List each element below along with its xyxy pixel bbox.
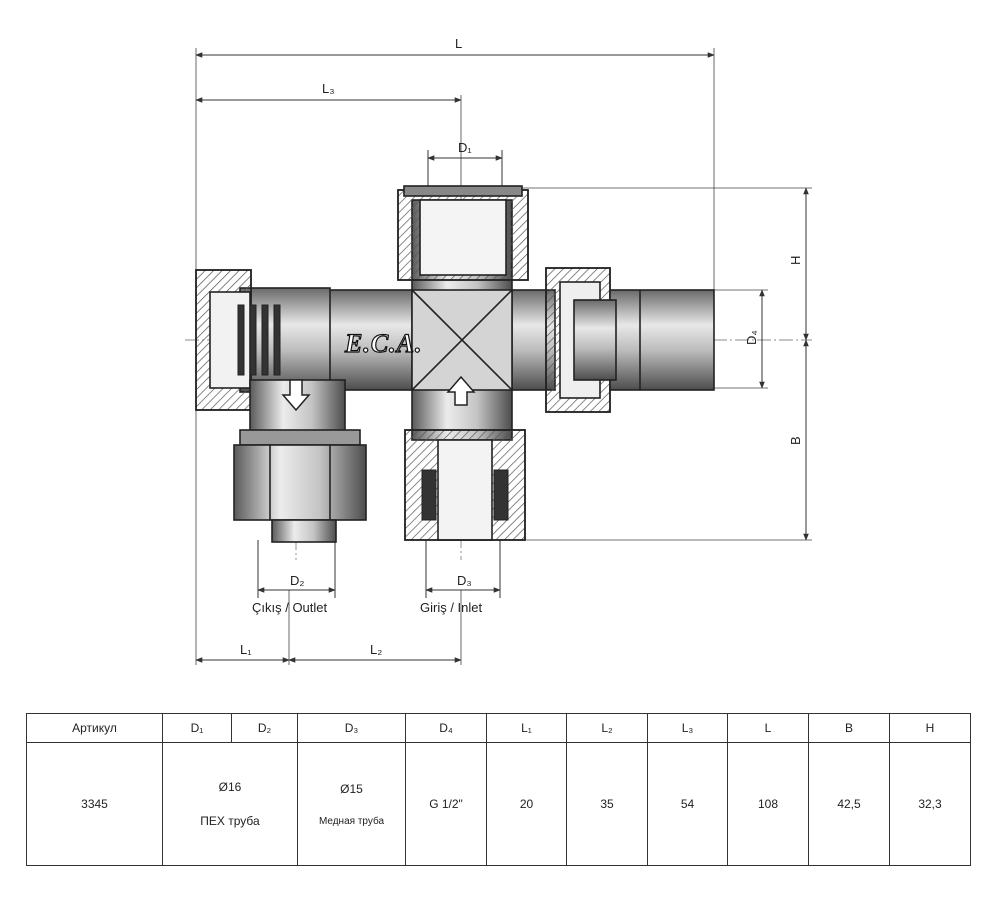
dim-label-L1: L₁ [240,642,252,657]
table-header-row: Артикул D₁ D₂ D₃ D₄ L₁ L₂ L₃ L B H [26,713,971,743]
inlet-flow-arrow-icon [446,375,476,406]
header-b: B [808,713,890,743]
header-h: H [889,713,971,743]
dim-label-B: B [788,436,803,445]
cell-d3-value: Ø15 [340,781,363,796]
cell-d4: G 1/2" [405,742,487,866]
header-d3: D₃ [297,713,406,743]
technical-drawing: L L₃ D₁ D₂ D₃ L₁ L₂ H B D₄ [185,36,812,665]
dim-label-D2: D₂ [290,573,304,588]
cell-d1-d2: Ø16 ПЕХ труба [162,742,298,866]
cell-d12-note: ПЕХ труба [200,814,260,828]
cell-d3: Ø15 Медная труба [297,742,406,866]
header-l: L [727,713,809,743]
cell-b: 42,5 [808,742,890,866]
cell-l2: 35 [566,742,648,866]
header-d4: D₄ [405,713,487,743]
inlet-caption: Giriş / Inlet [420,600,483,615]
header-article: Артикул [26,713,163,743]
header-l3: L₃ [647,713,728,743]
cell-d12-value: Ø16 [218,780,242,794]
dimension-lines [195,52,809,663]
flow-arrows [281,375,476,412]
cell-article: 3345 [26,742,163,866]
dim-label-L2: L₂ [370,642,382,657]
outlet-flow-arrow-icon [281,379,311,412]
dim-label-D3: D₃ [457,573,472,588]
eca-logo: E.C.A. [344,329,423,358]
outlet-caption: Çıkış / Outlet [252,600,328,615]
table-row: 3345 Ø16 ПЕХ труба Ø15 Медная труба G 1/… [26,742,971,866]
cell-h: 32,3 [889,742,971,866]
header-l1: L₁ [486,713,567,743]
cell-l: 108 [727,742,809,866]
dim-label-L3: L₃ [322,81,335,96]
cell-l1: 20 [486,742,567,866]
header-d2: D₂ [231,713,298,743]
spec-table: Артикул D₁ D₂ D₃ D₄ L₁ L₂ L₃ L B H 3345 … [26,713,971,866]
dim-label-D4: D₄ [744,330,759,345]
dim-label-L: L [455,36,462,51]
cell-d3-note: Медная труба [318,815,385,827]
dim-label-D1: D₁ [458,140,472,155]
dim-label-H: H [788,256,803,265]
header-d1: D₁ [162,713,232,743]
valve-body [195,185,715,543]
cell-l3: 54 [647,742,728,866]
header-l2: L₂ [566,713,648,743]
